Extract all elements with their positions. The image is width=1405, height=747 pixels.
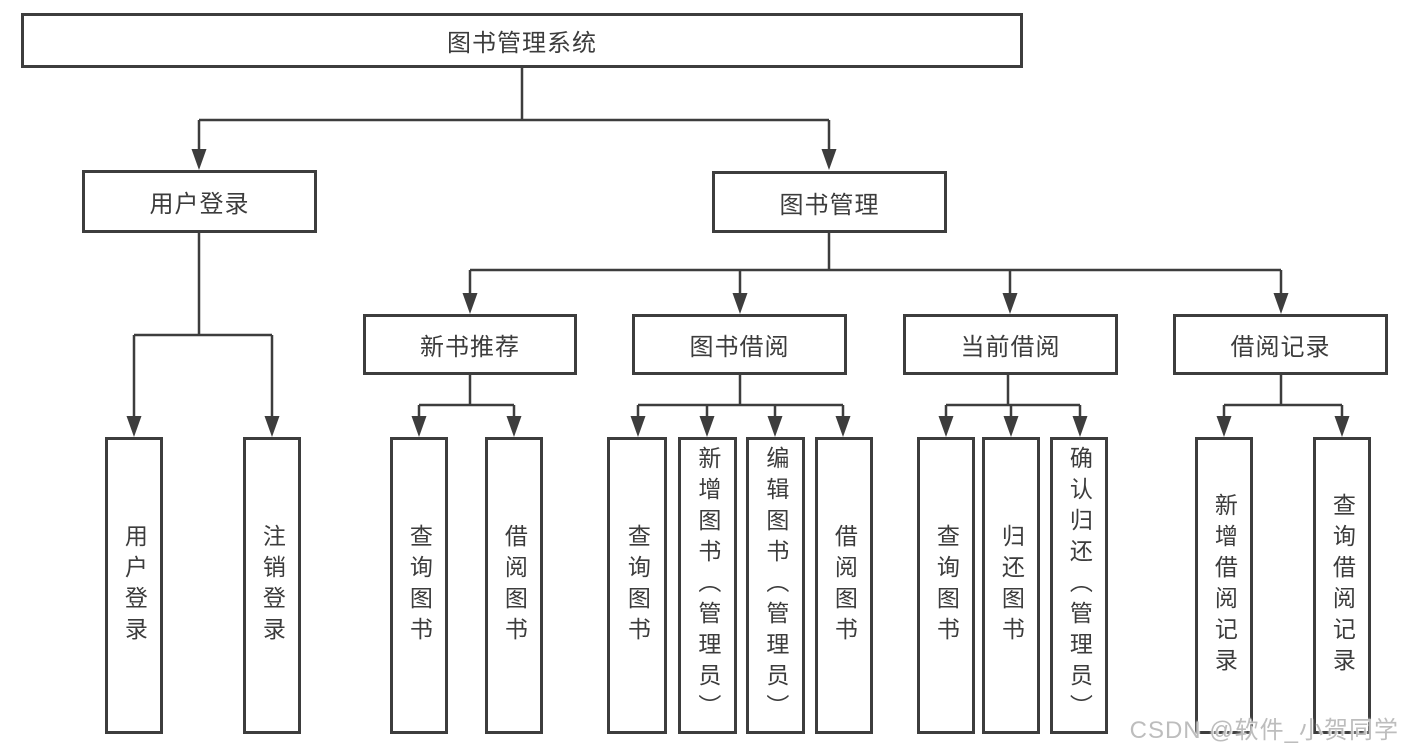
leaf-query-books-2: 查询图书: [607, 437, 667, 734]
node-system-root: 图书管理系统: [21, 13, 1023, 68]
leaf-edit-books-admin-label: 编辑图书（管理员）: [762, 446, 789, 725]
leaf-query-books-1-label: 查询图书: [406, 523, 433, 648]
leaf-edit-books-admin: 编辑图书（管理员）: [746, 437, 805, 734]
leaf-borrow-books-2-label: 借阅图书: [831, 523, 858, 648]
leaf-confirm-return-admin-label: 确认归还（管理员）: [1066, 446, 1093, 725]
leaf-user-login: 用户登录: [105, 437, 163, 734]
node-new-book-recommend-label: 新书推荐: [420, 334, 520, 361]
node-book-management: 图书管理: [712, 171, 947, 233]
leaf-query-books-3-label: 查询图书: [933, 523, 960, 648]
leaf-confirm-return-admin: 确认归还（管理员）: [1050, 437, 1108, 734]
leaf-return-books: 归还图书: [982, 437, 1040, 734]
leaf-add-books-admin-label: 新增图书（管理员）: [694, 446, 721, 725]
node-system-root-label: 图书管理系统: [447, 30, 597, 57]
leaf-logout-label: 注销登录: [259, 523, 286, 648]
leaf-borrow-books-1-label: 借阅图书: [501, 523, 528, 648]
leaf-add-borrow-record: 新增借阅记录: [1195, 437, 1253, 734]
node-book-borrowing-label: 图书借阅: [689, 334, 790, 361]
node-book-management-label: 图书管理: [779, 191, 880, 219]
leaf-query-borrow-record: 查询借阅记录: [1313, 437, 1371, 734]
node-book-borrowing: 图书借阅: [632, 314, 847, 375]
leaf-add-books-admin: 新增图书（管理员）: [678, 437, 737, 734]
leaf-borrow-books-1: 借阅图书: [485, 437, 543, 734]
node-new-book-recommend: 新书推荐: [363, 314, 577, 375]
node-current-borrowing: 当前借阅: [903, 314, 1118, 375]
node-borrowing-records-label: 借阅记录: [1230, 334, 1331, 361]
arrowheads: [126, 149, 1350, 437]
csdn-watermark: CSDN @软件_小贺同学: [1129, 717, 1399, 744]
leaf-logout: 注销登录: [243, 437, 301, 734]
node-user-login: 用户登录: [82, 170, 317, 233]
node-user-login-label: 用户登录: [149, 191, 250, 218]
leaf-borrow-books-2: 借阅图书: [815, 437, 873, 734]
leaf-user-login-label: 用户登录: [121, 523, 148, 648]
leaf-query-books-2-label: 查询图书: [624, 523, 651, 648]
node-borrowing-records: 借阅记录: [1173, 314, 1388, 375]
leaf-query-books-1: 查询图书: [390, 437, 448, 734]
leaf-return-books-label: 归还图书: [998, 523, 1025, 648]
node-current-borrowing-label: 当前借阅: [960, 334, 1061, 361]
leaf-query-borrow-record-label: 查询借阅记录: [1329, 492, 1356, 679]
leaf-query-books-3: 查询图书: [917, 437, 975, 734]
leaf-add-borrow-record-label: 新增借阅记录: [1211, 492, 1238, 679]
